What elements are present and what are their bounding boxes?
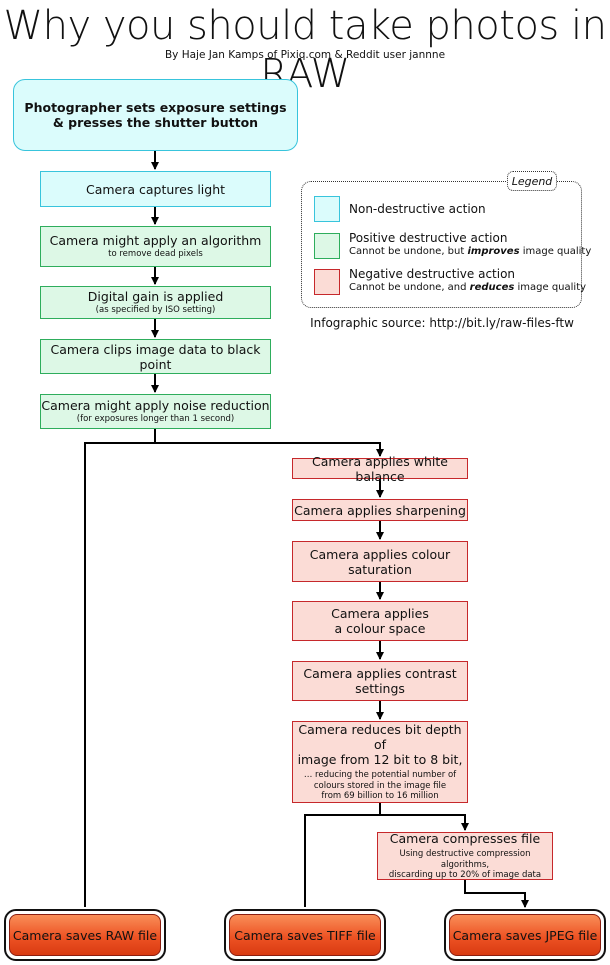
noise-step: Camera might apply noise reduction (for … [40,394,271,429]
legend-title-non-destructive: Non-destructive action [349,202,486,216]
contrast-step: Camera applies contrast settings [292,661,468,701]
contrast-line1: Camera applies contrast [303,666,457,681]
compress-note: Using destructive compression algorithms… [378,849,552,881]
infographic-source: Infographic source: http://bit.ly/raw-fi… [310,316,574,330]
bit-depth-line2: image from 12 bit to 8 bit, [297,752,463,768]
algorithm-sublabel: to remove dead pixels [108,249,203,260]
legend-item-negative: Negative destructive action Cannot be un… [349,267,586,293]
save-jpeg-label: Camera saves JPEG file [449,914,601,956]
bit-depth-step: Camera reduces bit depth of image from 1… [292,721,468,803]
save-tiff-label: Camera saves TIFF file [229,914,381,956]
compress-note-line1: Using destructive compression algorithms… [399,849,531,870]
bit-depth-note: … reducing the potential number of colou… [304,770,456,802]
sharpening-step: Camera applies sharpening [292,499,468,521]
legend-sub-positive-pre: Cannot be undone, but [349,246,468,257]
legend-title-positive: Positive destructive action [349,231,508,245]
noise-sublabel: (for exposures longer than 1 second) [76,414,235,425]
legend-swatch-negative [314,269,340,295]
save-raw-output: Camera saves RAW file [4,909,166,961]
noise-label: Camera might apply noise reduction [41,398,270,414]
start-line2: & presses the shutter button [52,115,259,130]
legend-sub-positive: Cannot be undone, but improves image qua… [349,246,591,257]
colour-space-line1: Camera applies [331,606,429,621]
capture-label: Camera captures light [85,181,226,197]
legend-sub-negative-em: reduces [469,282,515,293]
gain-step: Digital gain is applied (as specified by… [40,286,271,319]
saturation-step: Camera applies colour saturation [292,541,468,582]
saturation-line2: saturation [348,561,412,577]
legend-sub-negative-post: image quality [514,282,587,293]
start-step: Photographer sets exposure settings & pr… [13,79,298,151]
byline: By Haje Jan Kamps of Pixiq.com & Reddit … [164,49,446,61]
algorithm-label: Camera might apply an algorithm [49,233,262,249]
bit-depth-note-line1: … reducing the potential number of [303,770,457,781]
bit-depth-line1: Camera reduces bit depth of [298,722,462,753]
legend-swatch-non-destructive [314,196,340,222]
gain-label: Digital gain is applied [87,289,224,305]
legend [301,181,582,308]
legend-item-positive: Positive destructive action Cannot be un… [349,231,591,257]
page-title: Why you should take photos in RAW [3,3,607,97]
bit-depth-note-line3: from 69 billion to 16 million [321,791,439,802]
white-balance-label: Camera applies white balance [312,453,448,484]
capture-step: Camera captures light [40,171,271,207]
colour-space-step: Camera applies a colour space [292,601,468,641]
algorithm-step: Camera might apply an algorithm to remov… [40,226,271,267]
save-tiff-output: Camera saves TIFF file [224,909,386,961]
legend-sub-negative-pre: Cannot be undone, and [349,282,470,293]
start-line1: Photographer sets exposure settings [24,100,287,115]
sharpening-label: Camera applies sharpening [294,502,466,518]
saturation-line1: Camera applies colour [309,546,451,562]
bit-depth-note-line2: colours stored in the image file [313,780,447,791]
clip-label: Camera clips image data to black point [50,341,261,372]
contrast-line2: settings [355,681,405,696]
save-jpeg-output: Camera saves JPEG file [444,909,606,961]
legend-title-negative: Negative destructive action [349,267,516,281]
compress-label: Camera compresses file [389,831,541,847]
compress-note-line2: discarding up to 20% of image data [388,870,542,881]
legend-sub-negative: Cannot be undone, and reduces image qual… [349,282,586,293]
colour-space-line2: a colour space [334,621,426,636]
legend-sub-positive-post: image quality [519,246,592,257]
clip-step: Camera clips image data to black point [40,339,271,374]
compress-step: Camera compresses file Using destructive… [377,831,553,881]
gain-sublabel: (as specified by ISO setting) [95,305,216,316]
white-balance-step: Camera applies white balance [292,454,468,484]
legend-swatch-positive [314,233,340,259]
legend-tag: Legend [507,171,557,191]
save-raw-label: Camera saves RAW file [9,914,161,956]
legend-sub-positive-em: improves [467,246,520,257]
